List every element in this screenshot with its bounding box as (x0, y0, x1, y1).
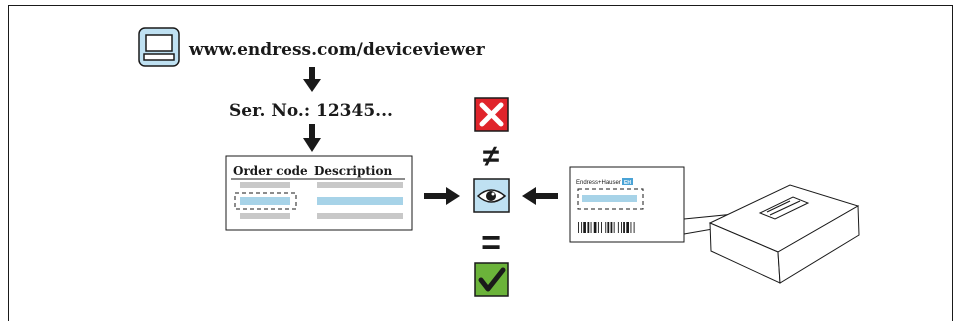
mismatch-x-icon (474, 97, 509, 132)
barcode-icon (578, 222, 635, 233)
url-label: www.endress.com/deviceviewer (188, 40, 486, 60)
brand-badge-text: EH (624, 180, 631, 186)
not-equal-symbol: ≠ (483, 140, 500, 173)
brand-badge (622, 178, 633, 185)
order-code-highlight (240, 197, 290, 205)
arrow-right-icon (424, 187, 460, 205)
arrow-left-icon (522, 187, 558, 205)
eye-icon (473, 178, 510, 213)
description-header: Description (314, 164, 392, 178)
diagram-frame (8, 5, 953, 321)
device-box-icon (708, 184, 860, 284)
order-table-document: Order code Description (225, 155, 413, 231)
arrow-down-icon (303, 67, 321, 92)
equal-symbol: = (481, 224, 501, 262)
order-code-dashed-box (234, 192, 297, 210)
match-check-icon (474, 262, 509, 297)
computer-icon (138, 27, 180, 67)
brand-text: Endress+Hauser (576, 180, 621, 186)
arrow-down-icon (303, 124, 321, 152)
nameplate-label: Endress+Hauser EH (569, 166, 685, 243)
serial-number-label: Ser. No.: 12345... (229, 101, 393, 121)
order-code-header: Order code (233, 164, 308, 178)
